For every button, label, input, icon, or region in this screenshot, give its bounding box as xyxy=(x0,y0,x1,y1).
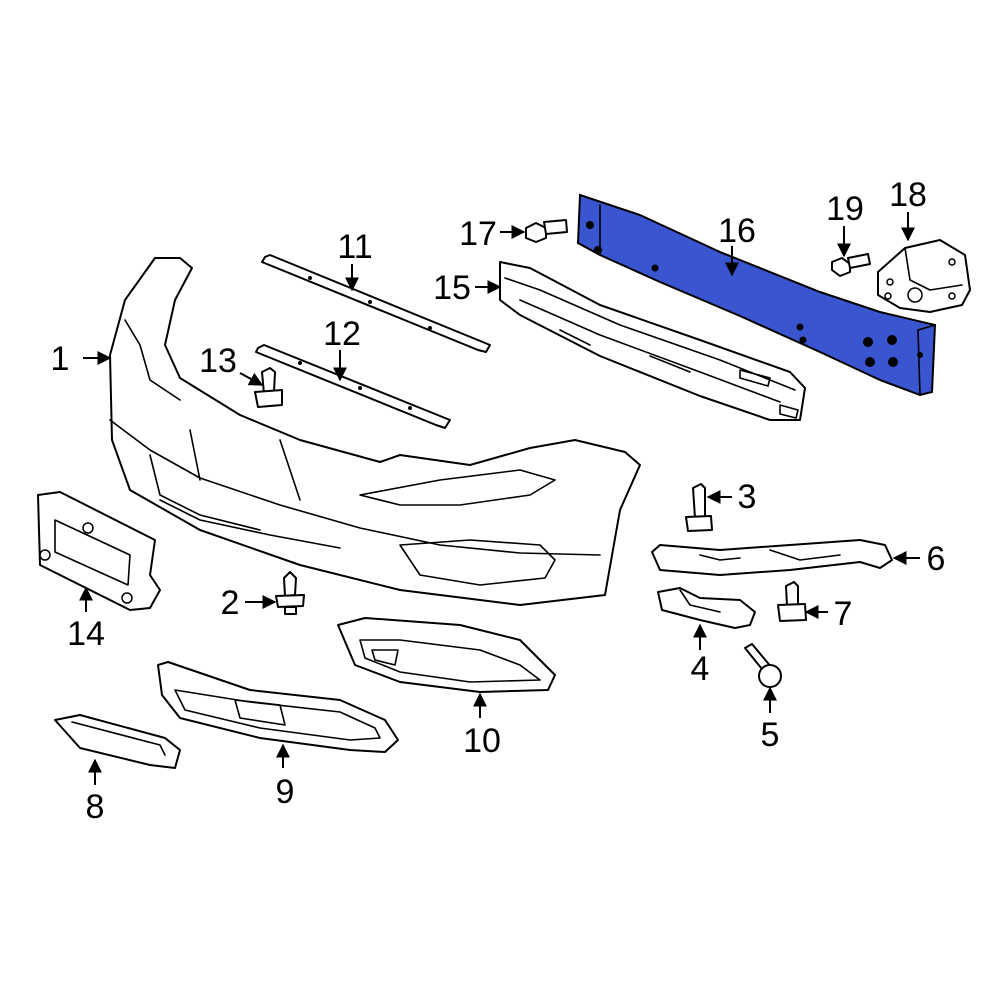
part-19-bolt[interactable] xyxy=(831,253,871,277)
callout-1: 1 xyxy=(51,340,70,378)
part-4-retainer[interactable] xyxy=(657,587,756,629)
part-15-bumper-absorber[interactable] xyxy=(499,261,806,421)
part-6-side-bracket[interactable] xyxy=(651,539,893,576)
part-14-license-plate-bracket[interactable] xyxy=(37,491,161,611)
callout-15: 15 xyxy=(433,269,471,307)
part-10-fog-lamp-trim[interactable] xyxy=(337,617,556,693)
callout-16: 16 xyxy=(718,212,756,250)
part-5-screw[interactable] xyxy=(744,643,782,688)
callout-14: 14 xyxy=(67,615,105,653)
part-7-bolt[interactable] xyxy=(777,581,807,622)
callout-6: 6 xyxy=(927,540,946,578)
part-13-pin[interactable] xyxy=(254,367,283,408)
part-17-bolt[interactable] xyxy=(525,219,568,243)
leader-lines xyxy=(79,212,920,785)
callout-10: 10 xyxy=(463,722,501,760)
callout-18: 18 xyxy=(889,176,927,214)
callout-2: 2 xyxy=(221,584,240,622)
part-9-fog-lamp-bezel[interactable] xyxy=(157,661,399,753)
callout-11: 11 xyxy=(337,228,372,266)
callout-13: 13 xyxy=(199,342,237,380)
callout-7: 7 xyxy=(834,595,853,633)
callout-3: 3 xyxy=(738,478,757,516)
part-16-bumper-reinforcement[interactable] xyxy=(576,193,937,397)
callout-19: 19 xyxy=(826,190,864,228)
callout-9: 9 xyxy=(276,773,295,811)
part-2-clip[interactable] xyxy=(275,571,305,615)
part-3-bolt[interactable] xyxy=(685,483,713,532)
callout-17: 17 xyxy=(459,215,497,253)
part-18-bracket[interactable] xyxy=(877,239,971,313)
callout-4: 4 xyxy=(691,650,710,688)
part-1-bumper-cover[interactable] xyxy=(109,257,641,606)
callout-8: 8 xyxy=(86,788,105,826)
callout-labels: 1 2 3 4 5 6 7 8 9 10 11 12 13 14 15 16 1… xyxy=(51,176,946,826)
part-8-cover[interactable] xyxy=(54,714,181,769)
callout-5: 5 xyxy=(761,716,780,754)
part-11-upper-molding-strip[interactable] xyxy=(261,254,491,353)
callout-12: 12 xyxy=(323,315,361,353)
part-12-lower-molding-strip[interactable] xyxy=(255,344,451,429)
